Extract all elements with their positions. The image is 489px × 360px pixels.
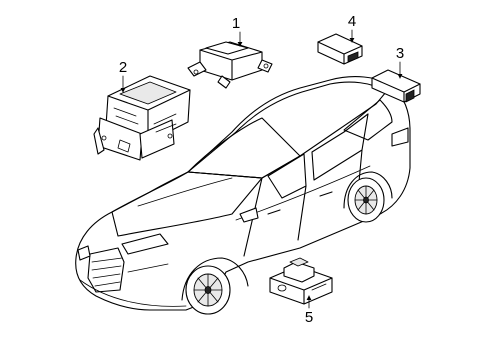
callout-label-4: 4 xyxy=(348,13,356,30)
part-1-control-module xyxy=(187,41,273,89)
part-3-sensor xyxy=(371,69,421,103)
vehicle-illustration xyxy=(75,76,411,315)
callout-5: 5 xyxy=(305,295,313,326)
callout-4: 4 xyxy=(348,13,356,43)
callout-1: 1 xyxy=(232,15,243,47)
callout-label-2: 2 xyxy=(119,59,127,76)
callout-label-5: 5 xyxy=(305,309,313,326)
callout-label-1: 1 xyxy=(232,15,240,32)
callout-3: 3 xyxy=(396,45,404,79)
part-2-bracket-assembly xyxy=(93,75,191,161)
callout-2: 2 xyxy=(119,59,127,93)
part-4-receiver xyxy=(317,33,363,65)
part-5-tire-pressure-sensor xyxy=(269,257,333,305)
callout-label-3: 3 xyxy=(396,45,404,62)
